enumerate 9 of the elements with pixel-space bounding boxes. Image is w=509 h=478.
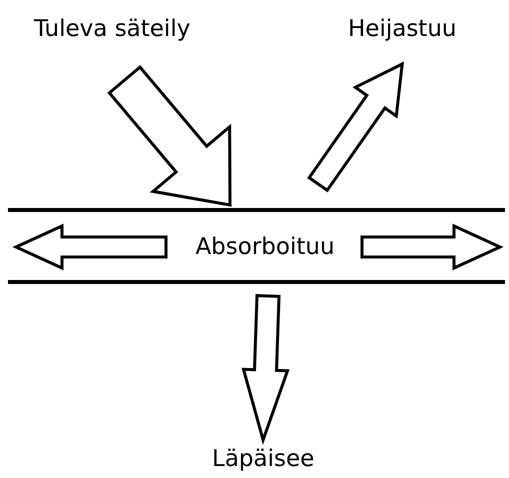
block-arrow — [242, 294, 290, 445]
transmitted-label: Läpäisee — [212, 446, 314, 472]
absorbed-label: Absorboituu — [170, 212, 360, 282]
block-arrow — [360, 224, 504, 270]
block-arrow — [107, 64, 232, 207]
block-arrow — [307, 61, 404, 192]
incident-label: Tuleva säteily — [34, 16, 190, 42]
block-arrow — [12, 224, 168, 270]
reflected-label: Heijastuu — [348, 16, 456, 42]
